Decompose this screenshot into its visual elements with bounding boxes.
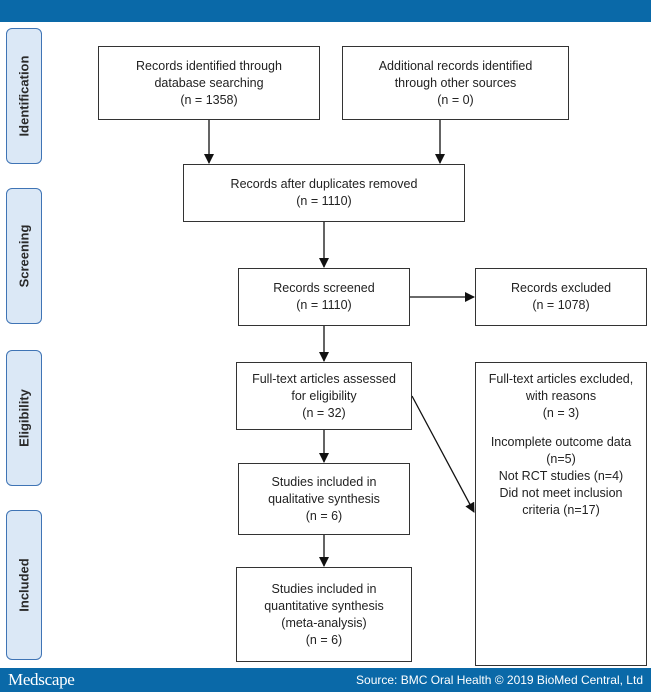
box-count: (n = 1110) — [296, 194, 352, 208]
box-count: (n = 3) — [542, 406, 580, 420]
box-quantitative-synthesis: Studies included in quantitative synthes… — [236, 567, 412, 662]
stage-included: Included — [6, 510, 42, 660]
box-text: Full-text articles excluded, — [488, 372, 634, 386]
medscape-logo: Medscape — [8, 670, 75, 689]
footer-bar: Medscape Source: BMC Oral Health © 2019 … — [0, 668, 651, 692]
box-text: with reasons — [525, 389, 597, 403]
box-text: Records screened — [273, 281, 375, 295]
box-count: (n = 6) — [305, 508, 343, 523]
box-text: Studies included in — [271, 474, 377, 489]
box-text: for eligibility — [291, 388, 357, 403]
box-duplicates-removed: Records after duplicates removed (n = 11… — [183, 164, 465, 222]
box-count: (n = 6) — [305, 632, 343, 647]
arrow-fulltext-to-excluded — [411, 395, 475, 513]
box-records-excluded: Records excluded (n = 1078) — [475, 268, 647, 326]
box-records-screened: Records screened (n = 1110) — [238, 268, 410, 326]
box-text: Records excluded — [510, 281, 612, 295]
exclusion-reason: criteria (n=17) — [522, 503, 600, 517]
box-text: Full-text articles assessed — [252, 371, 396, 386]
box-other-sources: Additional records identified through ot… — [342, 46, 569, 120]
box-full-text-excluded: Full-text articles excluded, with reason… — [475, 362, 647, 666]
box-text: Additional records identified — [378, 58, 533, 73]
source-credit: Source: BMC Oral Health © 2019 BioMed Ce… — [356, 673, 643, 687]
exclusion-reason: Incomplete outcome data — [490, 435, 632, 449]
exclusion-reason: Did not meet inclusion — [499, 486, 623, 500]
box-text: quantitative synthesis — [264, 598, 384, 613]
box-count: (n = 1110) — [296, 298, 352, 312]
stage-eligibility: Eligibility — [6, 350, 42, 486]
top-banner — [0, 0, 651, 22]
box-text: Records after duplicates removed — [230, 177, 418, 191]
box-count: (n = 1078) — [532, 298, 590, 312]
box-text: (meta-analysis) — [281, 615, 367, 630]
stage-screening: Screening — [6, 188, 42, 324]
box-count: (n = 0) — [437, 92, 474, 107]
exclusion-reason: (n=5) — [546, 452, 576, 466]
box-text: Studies included in — [271, 581, 377, 596]
box-text: qualitative synthesis — [268, 491, 380, 506]
box-text: through other sources — [394, 75, 517, 90]
box-database-search: Records identified through database sear… — [98, 46, 320, 120]
box-full-text-assessed: Full-text articles assessed for eligibil… — [236, 362, 412, 430]
box-text: Records identified through — [136, 58, 282, 73]
exclusion-reason: Not RCT studies (n=4) — [498, 469, 624, 483]
box-count: (n = 32) — [302, 405, 346, 420]
stage-identification: Identification — [6, 28, 42, 164]
box-qualitative-synthesis: Studies included in qualitative synthesi… — [238, 463, 410, 535]
box-count: (n = 1358) — [180, 92, 238, 107]
box-text: database searching — [154, 75, 264, 90]
